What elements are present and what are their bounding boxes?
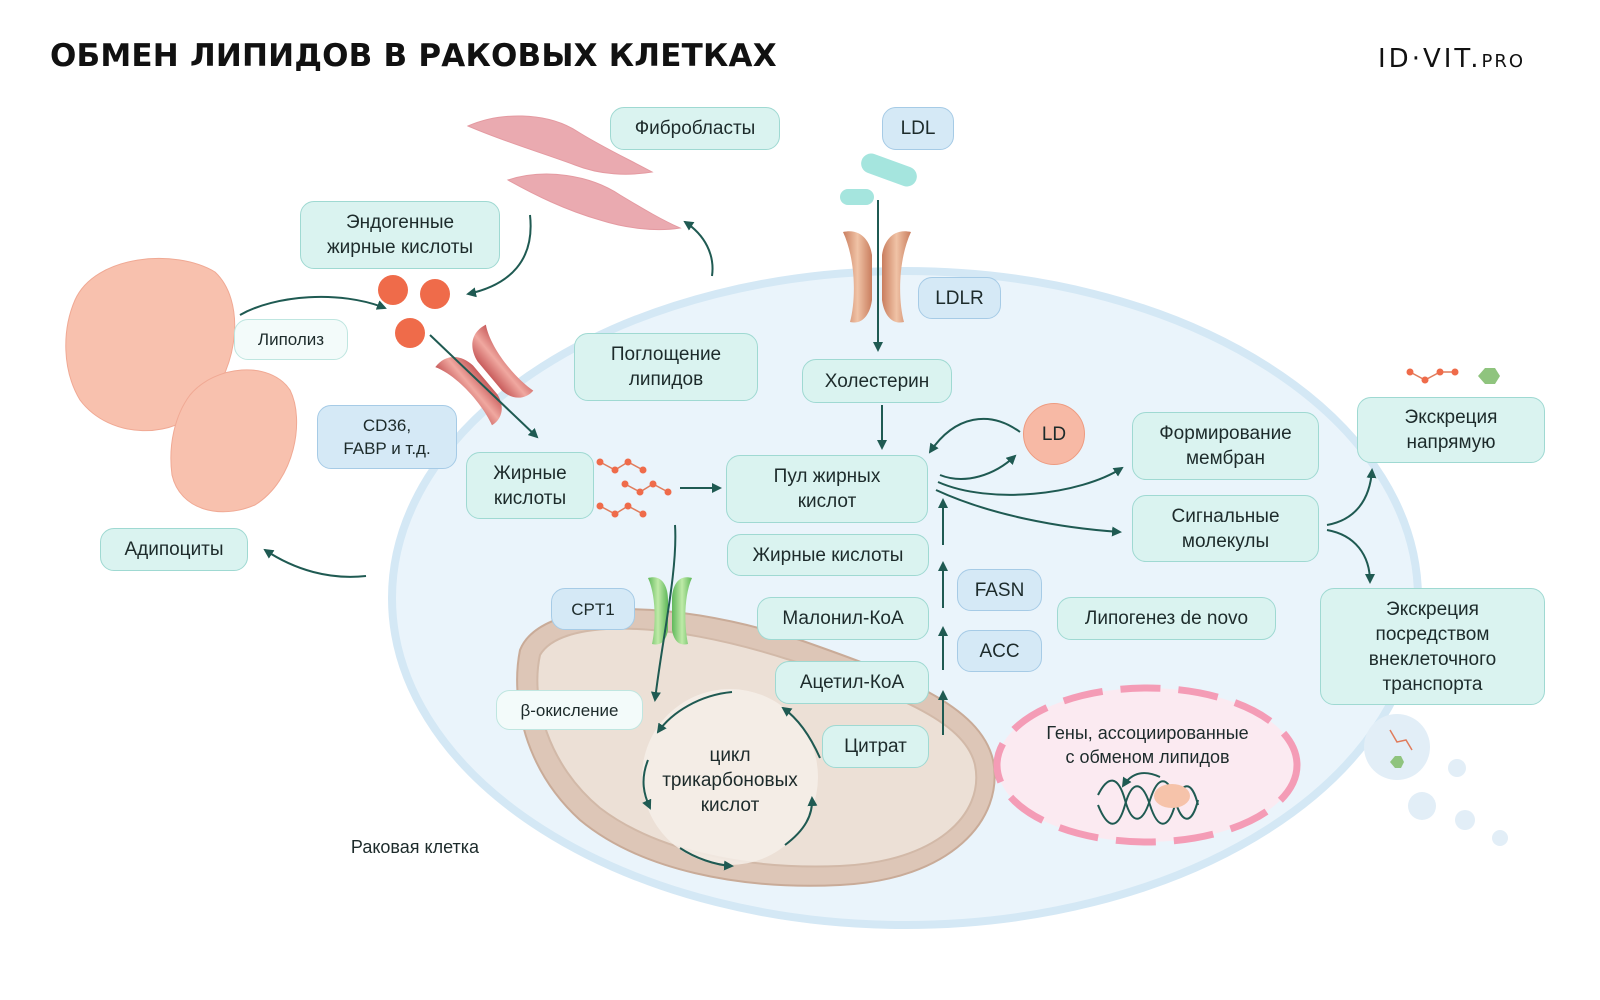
fatty-acids-label: Жирные кислоты bbox=[466, 452, 594, 519]
lipolysis-label: Липолиз bbox=[234, 319, 348, 360]
adipocyte-shape bbox=[170, 369, 297, 513]
extracellular-vesicle bbox=[1448, 759, 1466, 777]
fatty-acid-droplet bbox=[395, 318, 425, 348]
dna-strand bbox=[1097, 779, 1199, 820]
membrane-formation-label: Формирование мембран bbox=[1132, 412, 1319, 480]
ldlr-label: LDLR bbox=[918, 277, 1001, 319]
fatty-acid-droplet bbox=[420, 279, 450, 309]
extracellular-vesicle bbox=[1408, 792, 1436, 820]
vesicle-excretion-label: Экскреция посредством внеклеточного тран… bbox=[1320, 588, 1545, 705]
arrow bbox=[781, 706, 821, 759]
logo-main: ID·VIT. bbox=[1378, 44, 1482, 74]
endogenous-fatty-acids-label: Эндогенные жирные кислоты bbox=[300, 201, 500, 269]
nucleus-region bbox=[993, 684, 1301, 846]
fibroblast-shape bbox=[506, 173, 682, 231]
arrow bbox=[1326, 468, 1377, 526]
arrow bbox=[656, 691, 733, 734]
tca-cycle-area bbox=[642, 689, 818, 865]
ldl-label: LDL bbox=[882, 107, 954, 150]
arrow bbox=[1121, 772, 1161, 788]
arrow bbox=[683, 220, 714, 277]
arrow bbox=[429, 334, 539, 439]
fatty-acid-droplet bbox=[378, 275, 408, 305]
cpt1-channel bbox=[672, 577, 692, 645]
cd36-fabp-label: CD36, FABP и т.д. bbox=[317, 405, 457, 469]
arrow bbox=[263, 548, 367, 578]
ldl-particle bbox=[861, 153, 917, 187]
adipocytes-label: Адипоциты bbox=[100, 528, 248, 571]
pathway-arrows bbox=[239, 200, 1377, 871]
acetyl-coa-label: Ацетил-КоА bbox=[775, 661, 929, 704]
lipid-genes-label: Гены, ассоциированные с обменом липидов bbox=[1046, 723, 1249, 767]
beta-oxidation-label: β-окисление bbox=[496, 690, 643, 730]
lipogenesis-de-novo-label: Липогенез de novo bbox=[1057, 597, 1276, 640]
arrow bbox=[650, 524, 677, 702]
lipid-droplet-ld: LD bbox=[1023, 403, 1085, 465]
arrow bbox=[1326, 529, 1375, 584]
tca-cycle-label: цикл трикарбоновых кислот bbox=[662, 745, 798, 816]
lipid-uptake-label: Поглощение липидов bbox=[574, 333, 758, 401]
arrow bbox=[937, 466, 1124, 496]
ldl-particle bbox=[840, 189, 874, 205]
extracellular-vesicle bbox=[1455, 810, 1475, 830]
logo: ID·VIT.PRO bbox=[1378, 44, 1525, 74]
extracellular-vesicle bbox=[1492, 830, 1508, 846]
fatty-acid-chain-icons bbox=[599, 371, 1455, 515]
rna-polymerase bbox=[1154, 784, 1190, 808]
vesicle-cargo bbox=[1390, 756, 1404, 768]
fatty-acid-chain-dots bbox=[596, 368, 1459, 518]
hexagon-molecule bbox=[1478, 368, 1500, 384]
arrow bbox=[939, 454, 1017, 480]
arrow bbox=[679, 847, 734, 871]
fibroblasts-label: Фибробласты bbox=[610, 107, 780, 150]
arrow bbox=[239, 295, 387, 316]
ldlr-receptor bbox=[882, 231, 911, 323]
cancer-cell-label: Раковая клетка bbox=[350, 837, 480, 857]
fasn-label: FASN bbox=[957, 569, 1042, 611]
ldlr-receptor bbox=[843, 231, 872, 323]
arrow bbox=[642, 759, 652, 810]
cpt1-label: CPT1 bbox=[551, 588, 635, 630]
cd36-transporter bbox=[435, 324, 534, 426]
page-title: ОБМЕН ЛИПИДОВ В РАКОВЫХ КЛЕТКАХ bbox=[50, 38, 777, 74]
arrow bbox=[935, 489, 1122, 537]
vesicle-cargo bbox=[1389, 729, 1413, 751]
arrow bbox=[928, 417, 1021, 454]
cholesterol-label: Холестерин bbox=[802, 359, 952, 403]
signaling-molecules-label: Сигнальные молекулы bbox=[1132, 495, 1319, 562]
acc-label: ACC bbox=[957, 630, 1042, 672]
synthesized-fatty-acids-label: Жирные кислоты bbox=[727, 534, 929, 576]
arrow bbox=[784, 796, 818, 846]
malonyl-coa-label: Малонил-КоА bbox=[757, 597, 929, 640]
direct-excretion-label: Экскреция напрямую bbox=[1357, 397, 1545, 463]
cpt1-channel bbox=[648, 577, 668, 645]
arrow bbox=[466, 214, 532, 298]
fatty-acid-pool-label: Пул жирных кислот bbox=[726, 455, 928, 523]
citrate-label: Цитрат bbox=[822, 725, 929, 768]
fibroblast-shape bbox=[466, 115, 654, 175]
extracellular-vesicle bbox=[1364, 714, 1430, 780]
logo-suffix: PRO bbox=[1481, 51, 1525, 72]
